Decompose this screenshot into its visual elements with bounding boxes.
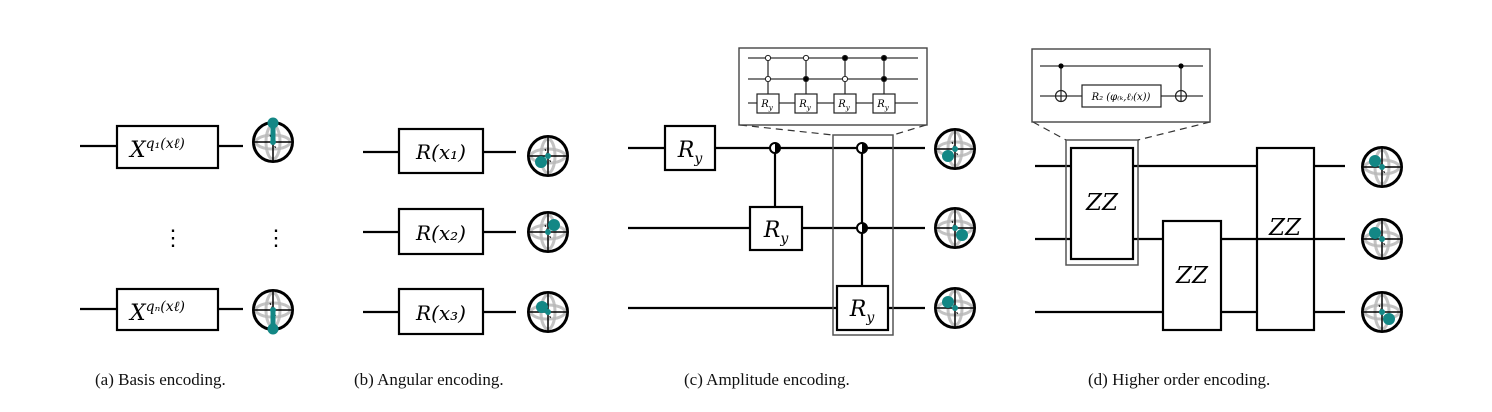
control-dot-icon (802, 75, 810, 83)
gate-label: Xq₁(xℓ) (128, 136, 185, 163)
decomposition-inset: Ry Ry Ry Ry (738, 47, 928, 126)
control-dot-icon (1058, 63, 1064, 69)
bloch-sphere-icon (527, 291, 569, 333)
qubit-row: R(x₁) (363, 127, 569, 177)
gate-label: R(x₂) (415, 221, 466, 245)
ry-gate (833, 93, 857, 114)
highlight-box (832, 134, 894, 336)
control-dot-icon (1178, 63, 1184, 69)
ry-gate (872, 93, 896, 114)
gate-label: Ry (677, 138, 704, 167)
open-control-dot-icon (802, 54, 810, 62)
qubit-row: R(x₂) (363, 207, 569, 256)
panel-basis-encoding: Xq₁(xℓ) ⋮ ⋮ Xqₙ(xℓ) (a) Basis encoding. (80, 117, 294, 389)
gate-label: R(x₃) (415, 301, 466, 325)
bloch-sphere-icon (934, 207, 976, 249)
bloch-sphere-icon (527, 211, 569, 253)
gate-label: Ry (760, 99, 774, 112)
open-control-dot-icon (764, 75, 772, 83)
bloch-sphere-icon (527, 135, 569, 177)
rotation-gate (397, 207, 485, 256)
gate-label: R(x₁) (415, 140, 466, 164)
panel-higher-order-encoding: ZZ ZZ ZZ R₂ (φ₍ₖ,ℓ₎(x)) (1031, 48, 1403, 389)
half-filled-control-icon (769, 142, 781, 154)
controlled-ry-gate (748, 205, 804, 252)
gate-label: ZZ (1268, 215, 1302, 241)
open-control-dot-icon (764, 54, 772, 62)
control-dot-icon (880, 75, 888, 83)
caption: (d) Higher order encoding. (1088, 370, 1270, 389)
vertical-ellipsis: ⋮ (265, 226, 287, 251)
bloch-sphere-icon (1361, 146, 1403, 188)
gate-label: R₂ (φ₍ₖ,ℓ₎(x)) (1091, 92, 1151, 103)
ry-gate (663, 124, 717, 172)
gate-label: Ry (849, 297, 876, 326)
multi-controlled-ry: Ry (794, 54, 818, 114)
multi-controlled-ry: Ry (872, 54, 896, 114)
gate-label: ZZ (1175, 263, 1209, 289)
gate-label: Ry (763, 218, 790, 247)
bloch-sphere-icon (1361, 291, 1403, 333)
ry-gate (794, 93, 818, 114)
rz-gate (1081, 84, 1162, 108)
zz-gate (1161, 219, 1223, 332)
vertical-ellipsis: ⋮ (162, 226, 184, 251)
multi-controlled-ry: Ry (756, 54, 780, 114)
caption: (c) Amplitude encoding. (684, 370, 850, 389)
bloch-sphere-icon (934, 287, 976, 329)
control-dot-icon (880, 54, 888, 62)
qubit-row: R(x₃) (363, 287, 569, 336)
cnot-target-icon (1054, 89, 1068, 103)
open-control-dot-icon (841, 75, 849, 83)
gate-label: Ry (798, 99, 812, 112)
bloch-sphere-icon (252, 117, 294, 163)
rotation-gate (397, 287, 485, 336)
x-power-gate (115, 287, 220, 332)
bloch-sphere-icon (934, 128, 976, 170)
multi-controlled-ry-gate (835, 284, 890, 332)
zz-gate (1069, 146, 1135, 261)
bloch-sphere-icon (1361, 218, 1403, 260)
gate-label: Ry (837, 99, 851, 112)
gate-label: ZZ (1085, 190, 1119, 216)
decomposition-inset: R₂ (φ₍ₖ,ℓ₎(x)) (1031, 48, 1211, 123)
highlight-box (1065, 139, 1139, 266)
half-filled-control-icon (856, 142, 868, 154)
half-filled-control-icon (856, 222, 868, 234)
ry-gate (756, 93, 780, 114)
gate-label: Xqₙ(xℓ) (128, 299, 185, 326)
gate-label: Ry (876, 99, 890, 112)
bloch-sphere-icon (252, 289, 294, 335)
panel-angular-encoding: R(x₁) R(x₂) R(x₃) (354, 127, 569, 389)
multi-controlled-ry: Ry (833, 54, 857, 114)
rotation-gate (397, 127, 485, 175)
caption: (b) Angular encoding. (354, 370, 504, 389)
control-dot-icon (841, 54, 849, 62)
caption: (a) Basis encoding. (95, 370, 226, 389)
cnot-target-icon (1174, 89, 1188, 103)
